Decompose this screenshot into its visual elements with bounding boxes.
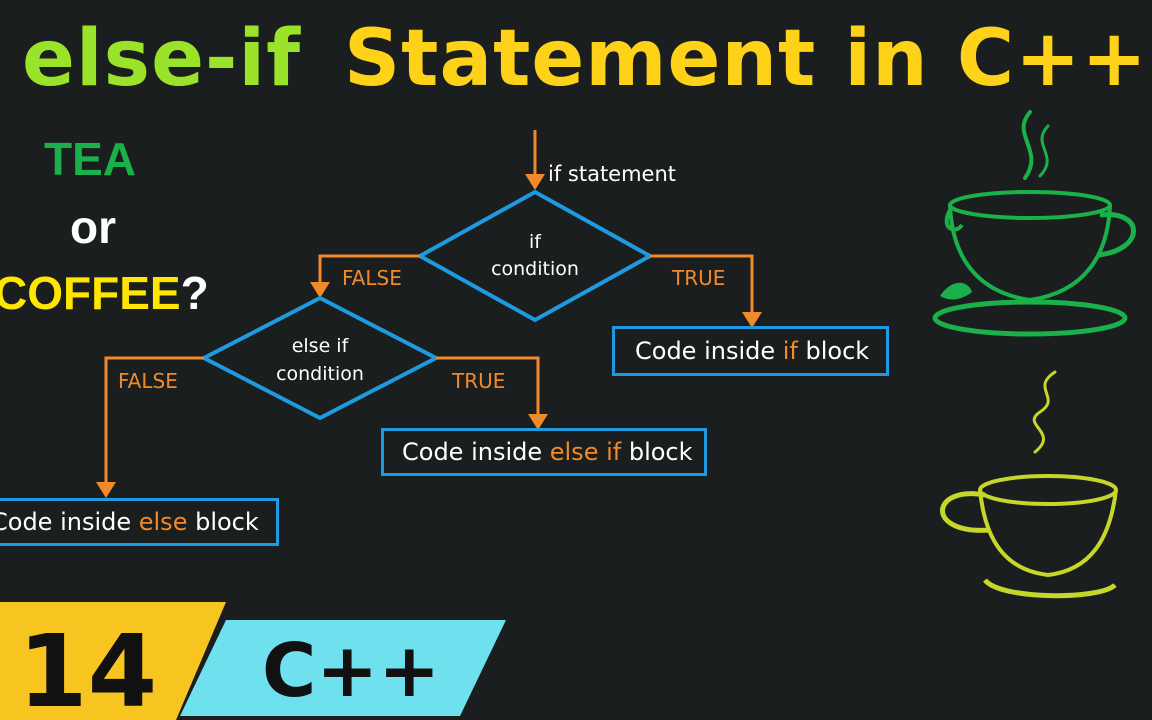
else-if-block-text-pre: Code inside [402, 438, 550, 466]
if-false-arrowhead [310, 282, 330, 298]
if-block-box: Code inside if block [612, 326, 889, 376]
page-title: else-if Statement in C++ [0, 14, 1152, 114]
else-block-box: Code inside else block [0, 498, 279, 546]
if-block-text-pre: Code inside [635, 337, 783, 365]
else-if-condition-line1: else if [292, 335, 350, 357]
if-condition-diamond [415, 189, 655, 323]
tea-label: TEA [44, 133, 136, 185]
false-label-2: FALSE [118, 369, 178, 393]
else-if-false-arrowhead [96, 482, 116, 498]
true-label-2: TRUE [451, 369, 505, 393]
if-block-keyword: if [782, 337, 798, 365]
else-if-block-keyword: else if [549, 438, 622, 466]
else-if-true-arrowhead [528, 414, 548, 430]
else-if-false-arrow [104, 356, 204, 486]
else-if-condition-line2: condition [276, 363, 364, 385]
episode-number-badge [0, 602, 226, 720]
language-label: C++ [262, 628, 440, 714]
if-true-arrowhead [742, 312, 762, 328]
coffee-label: COFFEE [0, 267, 181, 319]
language-badge [180, 620, 506, 716]
else-if-block-text-post: block [621, 438, 693, 466]
episode-number: 14 [18, 613, 157, 720]
else-if-block-box: Code inside else if block [381, 428, 707, 476]
if-condition-line2: condition [491, 258, 579, 280]
else-if-true-arrow [436, 356, 540, 418]
else-block-keyword: else [138, 508, 188, 536]
tea-cup-icon [932, 110, 1136, 337]
entry-label: if statement [548, 162, 676, 186]
title-part-else-if: else-if [22, 14, 302, 104]
or-label: or [70, 201, 116, 253]
entry-arrowhead [525, 174, 545, 190]
coffee-cup-icon [940, 370, 1118, 599]
question-mark: ? [180, 267, 209, 319]
if-condition-line1: if [529, 231, 542, 253]
if-block-text-post: block [797, 337, 870, 365]
true-label-1: TRUE [671, 266, 725, 290]
else-block-text-post: block [187, 508, 259, 536]
if-true-arrow [650, 254, 754, 316]
false-label-1: FALSE [342, 266, 402, 290]
else-block-text-pre: Code inside [0, 508, 139, 536]
else-if-condition-diamond [199, 295, 441, 421]
if-false-arrow [318, 254, 420, 286]
coffee-question: COFFEE? [0, 266, 209, 320]
title-part-statement: Statement in C++ [344, 14, 1148, 104]
